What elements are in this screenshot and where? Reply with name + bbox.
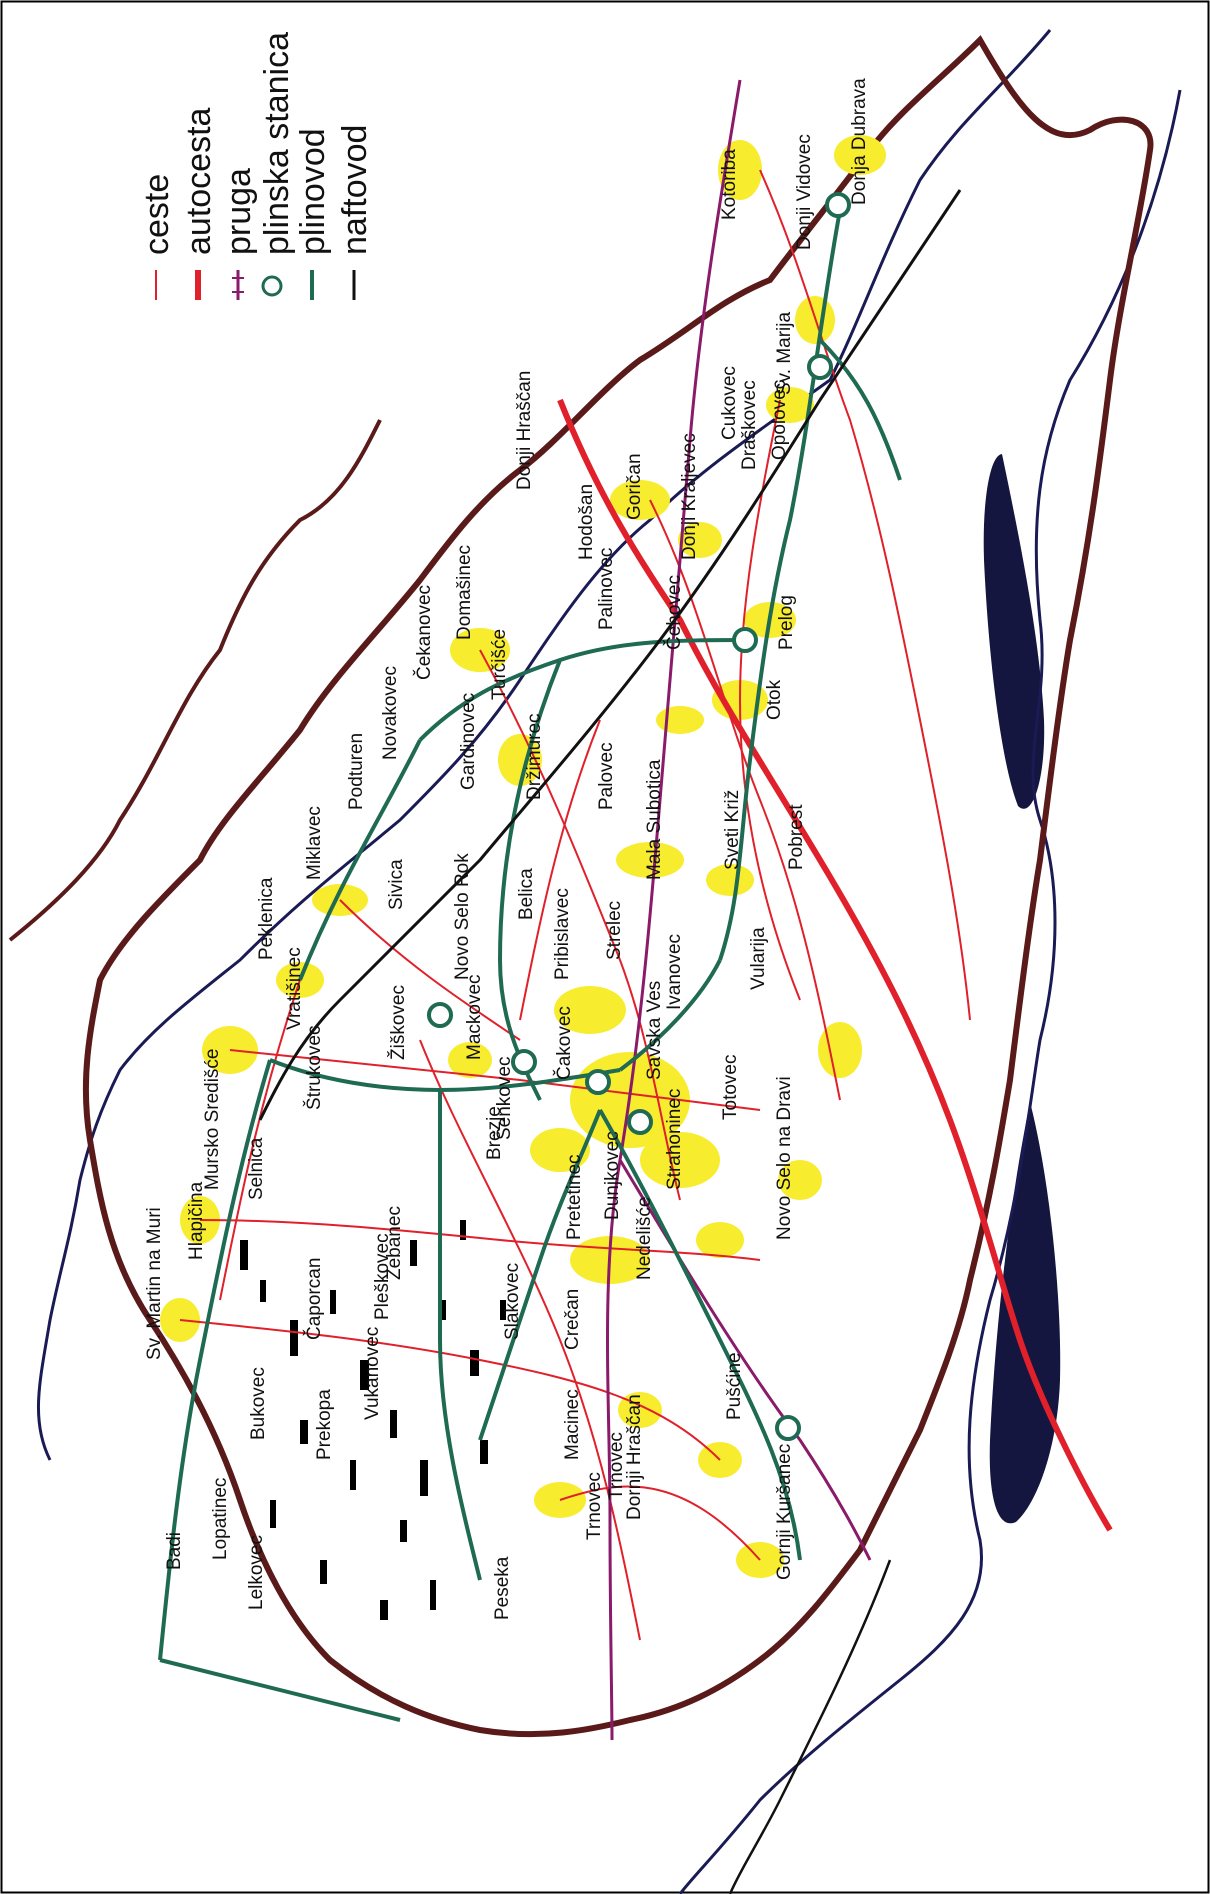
place-label: Čakovec [553, 1006, 575, 1080]
place-label: Draškovec [739, 380, 760, 470]
place-label: Otok [764, 679, 785, 720]
place-label: Macinec [562, 1389, 583, 1460]
railway-line [606, 79, 742, 1741]
place-label: Pretetinec [564, 1154, 585, 1240]
gas-stations [427, 192, 851, 1441]
place-label: Gornji Kuršanec [774, 1444, 795, 1580]
place-label: Štrukovec [303, 1026, 325, 1110]
river-mura [37, 29, 1052, 1461]
legend-label-road: ceste [138, 174, 176, 255]
place-label: Hodošan [576, 484, 597, 560]
place-label: Belica [516, 868, 537, 920]
place-label: Brezje [484, 1106, 505, 1160]
place-label: Čaporcan [303, 1258, 325, 1340]
place-label: Palinovec [596, 548, 617, 630]
oil-pipeline-south [728, 1559, 892, 1894]
river-drava [678, 89, 1182, 1894]
place-label: Miklavec [304, 806, 325, 880]
place-label: Šenkovec [493, 1057, 515, 1140]
place-label: Peseka [492, 1556, 513, 1620]
motorway-line [557, 398, 1113, 1532]
place-label: Goričan [624, 453, 645, 520]
place-label: Nedelišće [634, 1197, 655, 1280]
place-label: Opolovec [769, 380, 790, 460]
place-label: Podturen [346, 733, 367, 810]
place-label: Savska Ves [644, 981, 665, 1080]
place-label: Mackovec [464, 974, 485, 1060]
place-label: Vularija [748, 927, 769, 990]
place-label: Pobrest [786, 804, 807, 870]
place-label: Mursko Središće [202, 1049, 223, 1191]
place-label: Novo Selo Rok [452, 853, 473, 980]
place-label: Mala Subotica [644, 759, 665, 880]
place-label: Strelec [604, 901, 625, 960]
external-boundary [8, 419, 382, 942]
place-label: Vratišinec [284, 947, 305, 1030]
lake-dubrava [983, 454, 1045, 809]
place-label: Strahoninec [664, 1089, 685, 1190]
place-label: Lelkovec [246, 1535, 267, 1610]
place-label: Ivanovec [664, 934, 685, 1010]
legend-label-railway: pruga [220, 168, 258, 255]
place-label: Turčišće [489, 629, 510, 700]
place-label: Držimurec [524, 713, 545, 800]
place-label: Selnica [246, 1137, 267, 1200]
place-label: Donji Hraščan [514, 371, 535, 490]
place-label: Badi [164, 1532, 185, 1570]
place-label: Sivica [386, 859, 407, 910]
place-label: Novakovec [380, 666, 401, 760]
place-label: Sv. Martin na Muri [144, 1207, 165, 1360]
place-label: Čehovec [663, 575, 685, 650]
lake-varazdin [989, 1102, 1061, 1524]
place-label: Novo Selo na Dravi [774, 1076, 795, 1240]
place-label: Zebanec [384, 1206, 405, 1280]
place-label: Lopatinec [210, 1478, 231, 1560]
place-label: Totovec [720, 1055, 741, 1120]
vineyard-patches [240, 1220, 506, 1620]
place-label: Slakovec [502, 1263, 523, 1340]
place-label: Prekopa [314, 1389, 335, 1460]
place-label: Trnovec [584, 1472, 605, 1540]
place-label: Pušćine [724, 1352, 745, 1420]
place-label: Trnovec [606, 1432, 627, 1500]
county-boundary [82, 35, 1154, 1738]
place-label: Domašinec [454, 545, 475, 640]
place-label: Cukovec [719, 366, 740, 440]
legend-label-gas-station: plinska stanica [258, 32, 296, 255]
place-label: Dornji Hraščan [624, 1394, 645, 1520]
oil-pipeline-line [258, 189, 962, 1121]
legend-label-oil-pipeline: naftovod [336, 125, 374, 255]
legend-symbol-gas-station [261, 275, 283, 297]
place-label: Hlapičina [186, 1181, 207, 1260]
place-label: Donja Dubrava [849, 78, 870, 205]
legend-label-motorway: autocesta [180, 107, 218, 255]
place-label: Crečan [562, 1289, 583, 1350]
place-label: Sveti Križ [722, 790, 743, 870]
place-label: Prelog [776, 595, 797, 650]
legend-label-gas-pipeline: plinovod [294, 128, 332, 255]
place-label: Peklenica [256, 877, 277, 960]
place-label: Pleškovec [372, 1233, 393, 1320]
place-labels: Kotoriba Donja Dubrava Donji Vidovec Sv.… [144, 78, 870, 1620]
place-label: Palovec [596, 742, 617, 810]
map-legend: ceste autocesta pruga plinska stanica pl… [138, 32, 374, 300]
place-label: Kotoriba [719, 149, 740, 220]
place-label: Žiškovec [387, 985, 409, 1060]
place-label: Donji Vidovec [794, 134, 815, 250]
place-label: Sv. Marija [774, 312, 795, 395]
place-label: Dunjkovec [602, 1131, 623, 1220]
place-label: Gardinovec [458, 693, 479, 790]
place-label: Bukovec [248, 1367, 269, 1440]
place-label: Vukanovec [362, 1327, 383, 1420]
place-label: Pribislavec [552, 888, 573, 980]
place-label: Čekanovec [413, 585, 435, 680]
place-label: Donji Kraljevec [679, 433, 700, 560]
